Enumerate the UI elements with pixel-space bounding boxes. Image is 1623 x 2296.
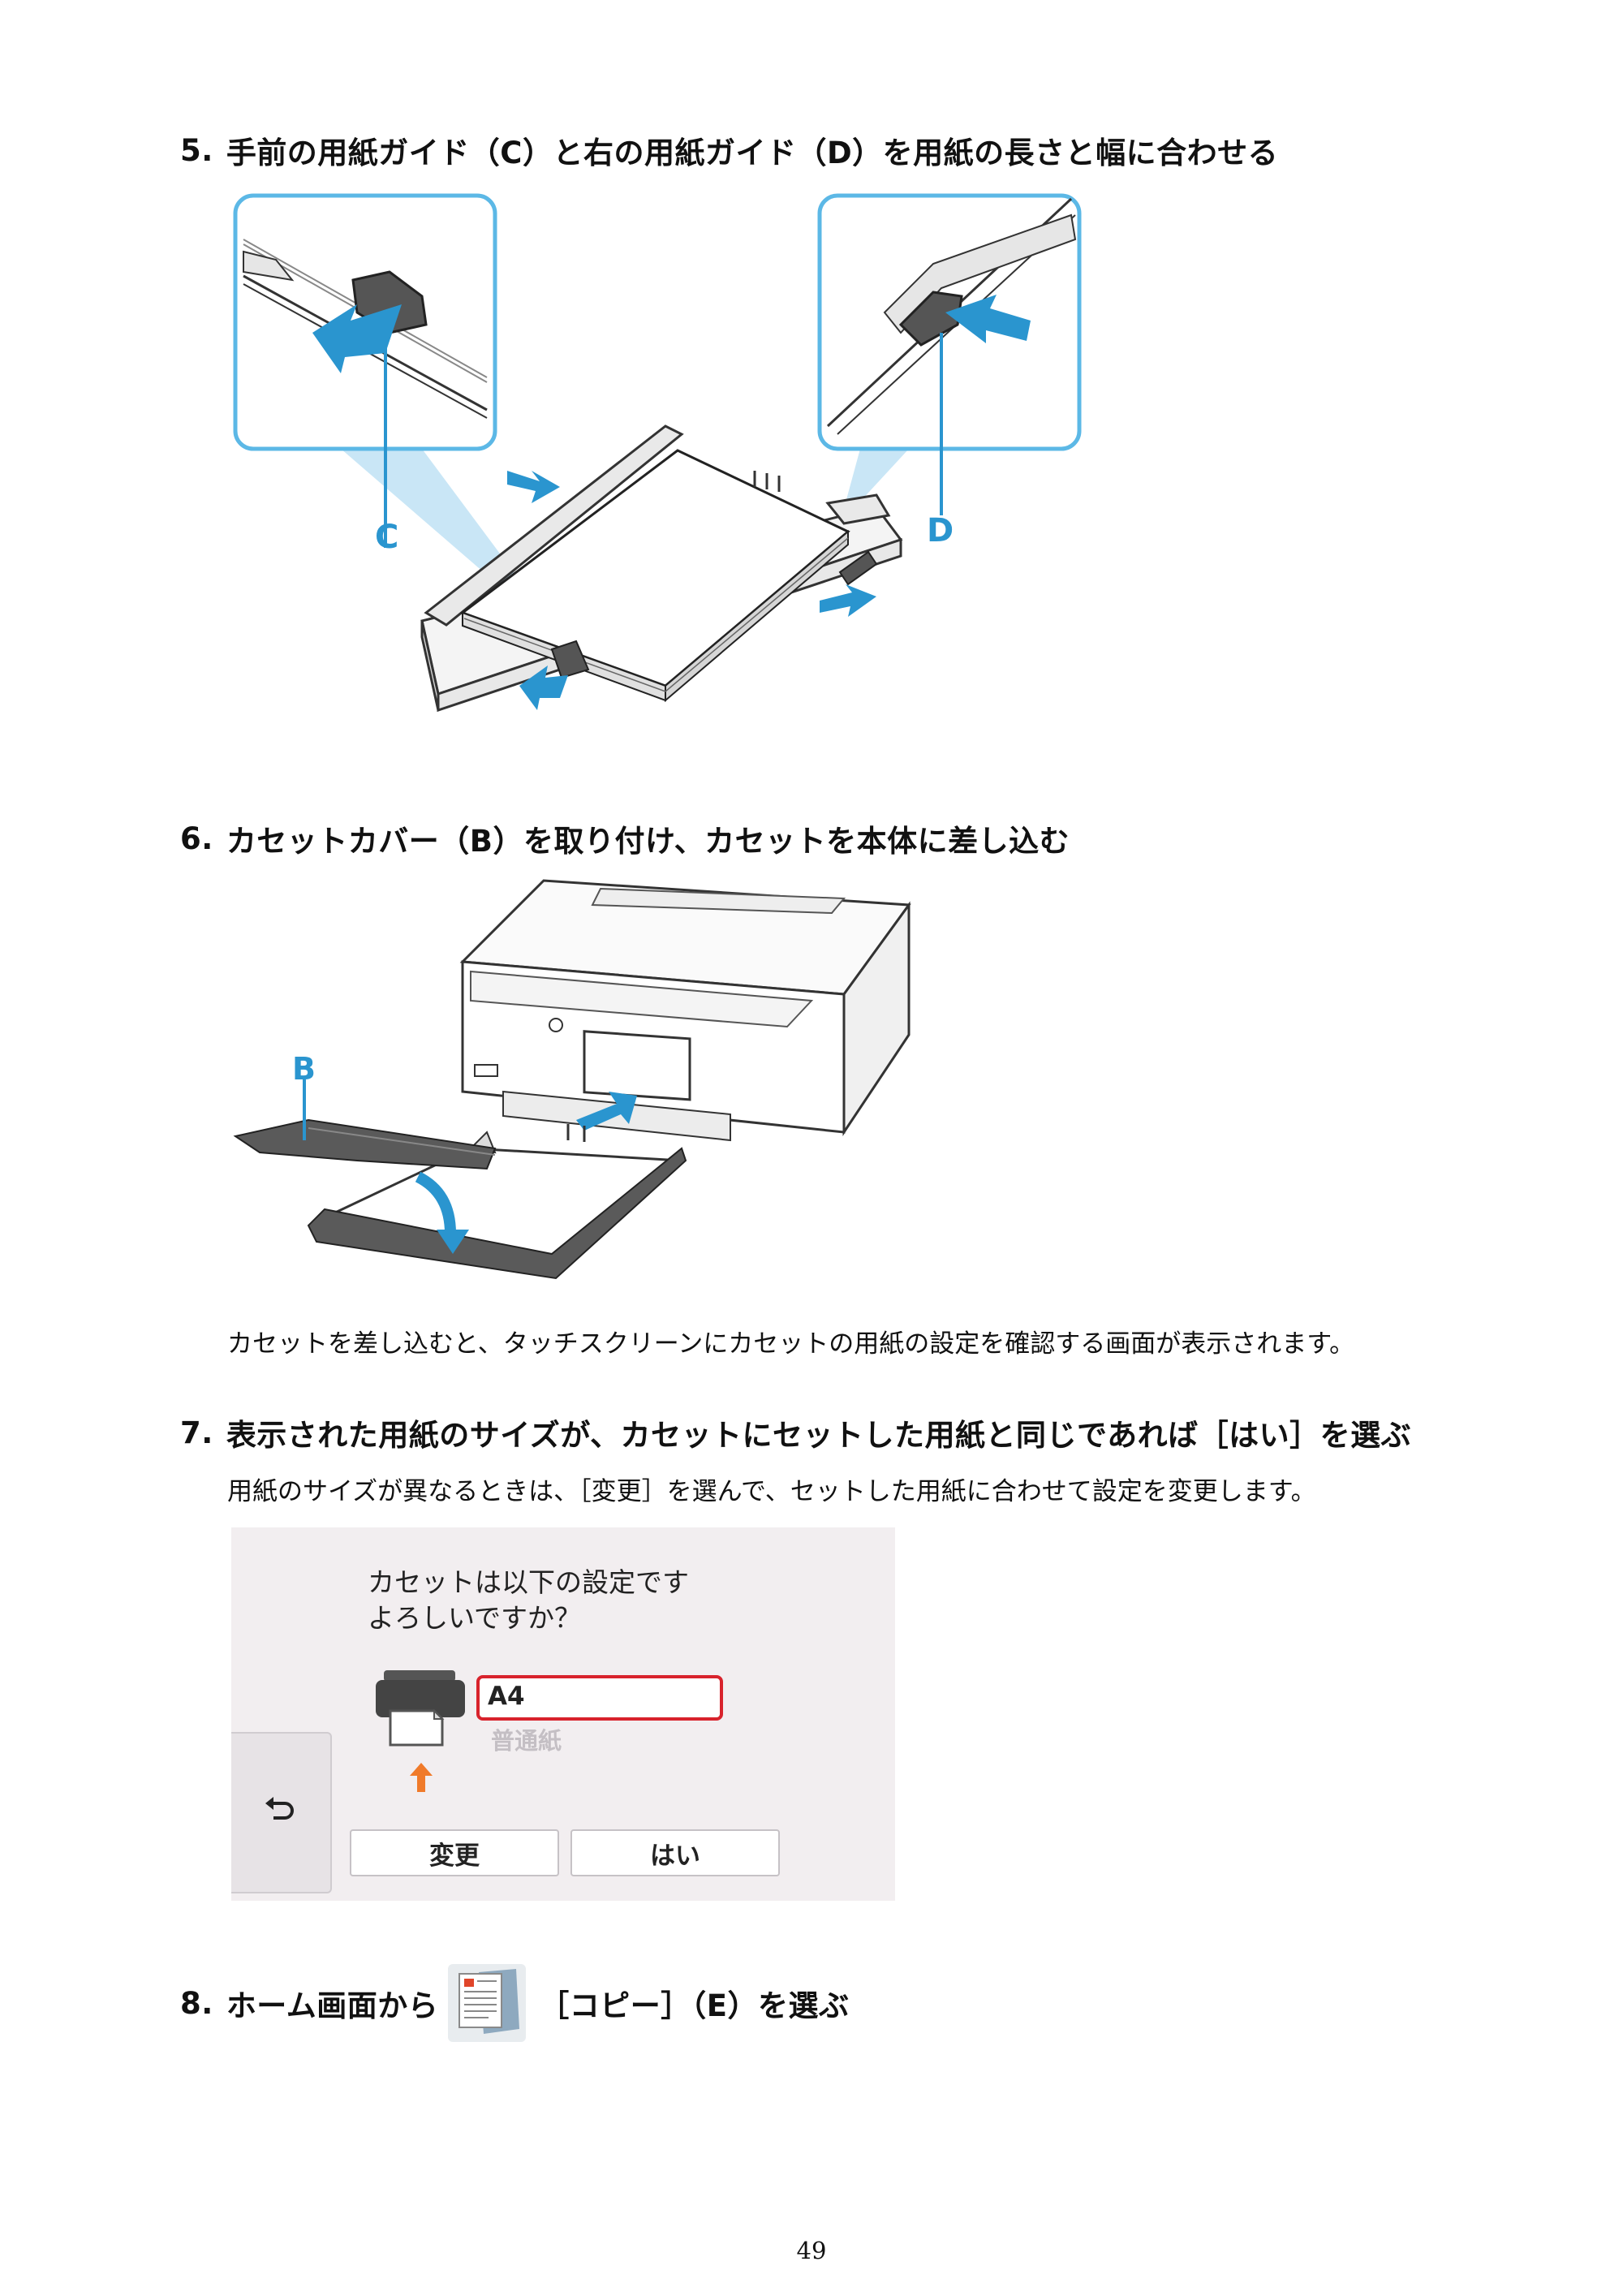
printer-cassette-icon — [376, 1670, 465, 1747]
paper-type-value: 普通紙 — [491, 1727, 562, 1755]
message-line-1: カセットは以下の設定です — [368, 1566, 689, 1598]
step-text-before: ホーム画面から — [226, 1988, 439, 2023]
step-number: 5. — [180, 132, 213, 168]
step-text-after: ［コピー］（E）を選ぶ — [539, 1988, 850, 2023]
back-button[interactable] — [231, 1732, 332, 1893]
step-5-heading: 5. 手前の用紙ガイド（C）と右の用紙ガイド（D）を用紙の長さと幅に合わせる — [180, 128, 1278, 172]
step-7-heading: 7. 表示された用紙のサイズが、カセットにセットした用紙と同じであれば［はい］を… — [180, 1411, 1411, 1454]
back-arrow-icon — [265, 1797, 294, 1820]
note-step7: 用紙のサイズが異なるときは、［変更］を選んで、セットした用紙に合わせて設定を変更… — [227, 1477, 1316, 1506]
message-line-2: よろしいですか？ — [368, 1602, 582, 1634]
step-number: 7. — [180, 1415, 213, 1450]
step-8-heading: 8. ホーム画面から ［コピー］（E）を選ぶ — [180, 1962, 849, 2044]
paper-size-field[interactable]: A4 — [476, 1675, 723, 1721]
change-button[interactable]: 変更 — [350, 1829, 559, 1876]
paper-size-value: A4 — [488, 1682, 525, 1711]
step-text: カセットカバー（B）を取り付け、カセットを本体に差し込む — [226, 824, 1070, 859]
figure-insert-cassette: B — [233, 879, 911, 1280]
step-6-heading: 6. カセットカバー（B）を取り付け、カセットを本体に差し込む — [180, 816, 1070, 860]
arrow-up-icon — [410, 1763, 433, 1792]
figure-paper-guides: C D — [233, 193, 1082, 713]
label-c: C — [375, 519, 398, 556]
dialog-message: カセットは以下の設定です よろしいですか？ — [368, 1565, 689, 1636]
step-text: 表示された用紙のサイズが、カセットにセットした用紙と同じであれば［はい］を選ぶ — [226, 1418, 1412, 1453]
label-b: B — [292, 1051, 316, 1087]
copy-icon — [448, 1964, 527, 2042]
label-d: D — [927, 512, 954, 549]
inset-right-guide — [826, 197, 1077, 515]
note-after-step6: カセットを差し込むと、タッチスクリーンにカセットの用紙の設定を確認する画面が表示… — [227, 1329, 1355, 1359]
step-number: 6. — [180, 821, 213, 856]
yes-button[interactable]: はい — [570, 1829, 780, 1876]
page-number: 49 — [796, 2237, 827, 2264]
touchscreen-confirm-dialog: カセットは以下の設定です よろしいですか？ A4 普通紙 変更 はい — [231, 1527, 895, 1901]
step-text: 手前の用紙ガイド（C）と右の用紙ガイド（D）を用紙の長さと幅に合わせる — [226, 136, 1279, 170]
step-number: 8. — [180, 1985, 213, 2021]
inset-front-guide — [243, 239, 488, 548]
